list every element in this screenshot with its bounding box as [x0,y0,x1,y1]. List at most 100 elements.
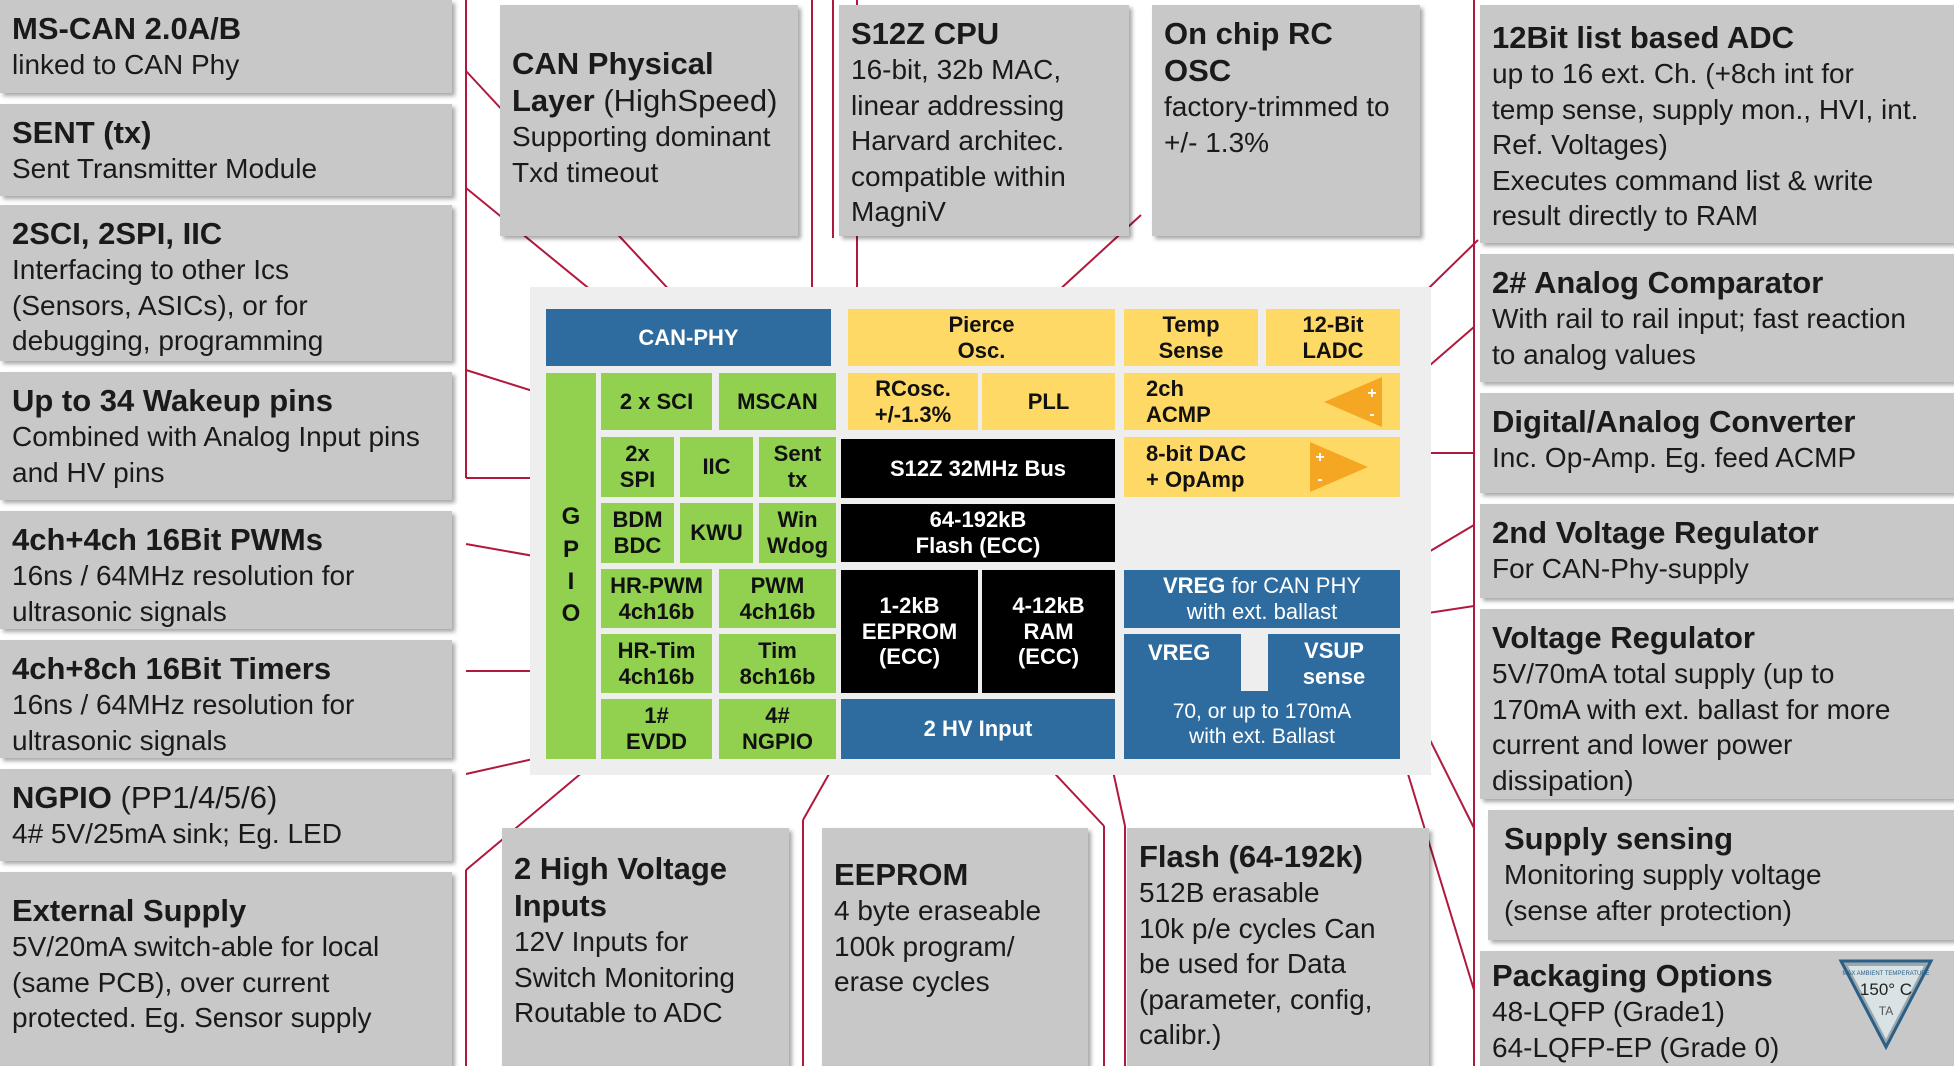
box-line: temp sense, supply mon., HVI, int. [1492,93,1919,125]
box-title: 4ch+8ch 16Bit Timers [12,651,332,686]
box-line: 5V/20mA switch-able for local [12,931,380,963]
sent-info-box: SENT (tx) Sent Transmitter Module [0,104,452,196]
rc-osc-info-box: On chip RC OSC factory-trimmed to +/- 1.… [1152,5,1420,236]
box-title-suffix: (HighSpeed) [594,83,778,119]
box-title: EEPROM [834,857,969,892]
box-title: On chip RC [1164,16,1333,51]
box-line: For CAN-Phy-supply [1492,553,1749,585]
can-physical-layer-info-box: CAN Physical Layer (HighSpeed) Supportin… [500,5,798,236]
svg-text:-: - [1369,406,1374,423]
dac-info-box: Digital/Analog Converter Inc. Op-Amp. Eg… [1480,393,1954,493]
box-line: compatible within [851,160,1066,192]
tim-block: Tim 8ch16b [719,634,836,693]
box-title: Voltage Regulator [1492,620,1755,655]
sci-block: 2 x SCI [601,373,712,430]
box-title: Digital/Analog Converter [1492,404,1856,439]
supply-sensing-info-box: Supply sensing Monitoring supply voltage… [1488,810,1954,940]
box-line: linear addressing [851,89,1065,121]
acmp-label: 2ch ACMP [1146,375,1211,427]
mscan-block: MSCAN [719,373,836,430]
box-title: MS-CAN 2.0A/B [12,11,242,46]
second-vreg-info-box: 2nd Voltage Regulator For CAN-Phy-supply [1480,504,1954,598]
box-line: Txd timeout [512,156,659,188]
box-line: Switch Monitoring [514,961,735,993]
box-title: Up to 34 Wakeup pins [12,383,333,418]
box-line: 16-bit, 32b MAC, [851,54,1062,86]
gpio-letter: G [561,503,581,531]
box-line: Combined with Analog Input pins [12,421,420,453]
box-line: up to 16 ext. Ch. (+8ch int for [1492,58,1854,90]
vreg-can-rest: for CAN PHY [1225,573,1362,599]
badge-label: MAX AMBIENT TEMPERATURE [1842,971,1929,977]
external-supply-info-box: External Supply 5V/20mA switch-able for … [0,872,452,1066]
box-line: MagniV [851,196,946,228]
pwm-info-box: 4ch+4ch 16Bit PWMs 16ns / 64MHz resoluti… [0,511,452,629]
box-line: to analog values [1492,338,1696,370]
box-line: Ref. Voltages) [1492,129,1668,161]
box-title: 2 High Voltage [514,851,728,886]
pwm-block: PWM 4ch16b [719,569,836,628]
rcosc-block: RCosc. +/-1.3% [848,373,978,430]
pierce-osc-block: Pierce Osc. [848,309,1115,366]
box-line: Executes command list & write [1492,164,1874,196]
box-title: S12Z CPU [851,16,1000,51]
svg-text:-: - [1317,471,1322,488]
vreg-note-block: 70, or up to 170mA with ext. Ballast [1124,691,1400,759]
box-line: Inc. Op-Amp. Eg. feed ACMP [1492,442,1857,474]
box-title: External Supply [12,893,247,928]
box-line: protected. Eg. Sensor supply [12,1002,372,1034]
box-title: Packaging Options [1492,958,1773,993]
ngpio-block: 4# NGPIO [719,699,836,759]
box-line: With rail to rail input; fast reaction [1492,303,1906,335]
iic-block: IIC [680,437,753,497]
box-title: SENT (tx) [12,115,152,150]
hv-inputs-info-box: 2 High Voltage Inputs 12V Inputs for Swi… [502,828,789,1066]
comparator-triangle-icon: + - [1324,377,1382,427]
svg-text:+: + [1315,449,1324,466]
box-line: Sent Transmitter Module [12,153,318,185]
box-line: +/- 1.3% [1164,126,1270,158]
dac-label: 8-bit DAC + OpAmp [1146,441,1247,492]
can-phy-block: CAN-PHY [546,309,831,366]
box-title: 12Bit list based ADC [1492,20,1795,55]
bdm-block: BDM BDC [601,503,674,563]
box-line: linked to CAN Phy [12,49,240,81]
box-title: NGPIO [12,780,112,815]
box-title-suffix: (PP1/4/5/6) [111,780,278,815]
eeprom-info-box: EEPROM 4 byte eraseable 100k program/ er… [822,828,1088,1066]
vreg-can-bold: VREG [1162,573,1226,599]
pll-block: PLL [982,373,1115,430]
gpio-letter: I [567,568,575,595]
eeprom-block: 1-2kB EEPROM (ECC) [841,570,978,693]
flash-info-box: Flash (64-192k) 512B erasable 10k p/e cy… [1127,828,1429,1066]
box-line: and HV pins [12,456,165,488]
badge-temp: 150° C [1860,980,1912,999]
box-line: (same PCB), over current [12,966,330,998]
vreg-can-line2: with ext. ballast [1186,599,1338,624]
hr-pwm-block: HR-PWM 4ch16b [601,569,712,628]
adc-info-box: 12Bit list based ADC up to 16 ext. Ch. (… [1480,5,1954,243]
spi-block: 2x SPI [601,437,674,497]
ram-block: 4-12kB RAM (ECC) [982,570,1115,693]
box-title-line: NGPIO (PP1/4/5/6) [12,779,440,816]
box-line: 12V Inputs for [514,926,689,958]
cpu-info-box: S12Z CPU 16-bit, 32b MAC, linear address… [839,5,1129,236]
box-line: (sense after protection) [1504,894,1792,926]
bus-block: S12Z 32MHz Bus [841,439,1115,498]
vreg-info-box: Voltage Regulator 5V/70mA total supply (… [1480,609,1954,799]
box-title: Flash (64-192k) [1139,839,1363,874]
box-line: 10k p/e cycles Can [1139,912,1376,944]
box-title-2: Inputs [514,888,607,924]
box-title: 2SCI, 2SPI, IIC [12,216,223,251]
box-line: 16ns / 64MHz resolution for [12,689,355,721]
box-line: (Sensors, ASICs), or for [12,289,308,321]
box-title: Supply sensing [1504,821,1734,856]
box-line: 5V/70mA total supply (up to [1492,658,1835,690]
vreg-can-line1: VREG for CAN PHY [1163,573,1361,599]
dac-block: 8-bit DAC + OpAmp + - [1124,437,1400,497]
box-line: result directly to RAM [1492,200,1759,232]
vsup-sense-block: VSUP sense [1268,634,1400,693]
analog-comparator-info-box: 2# Analog Comparator With rail to rail i… [1480,254,1954,382]
win-wdog-block: Win Wdog [759,503,836,563]
box-line: 4 byte eraseable [834,895,1042,927]
